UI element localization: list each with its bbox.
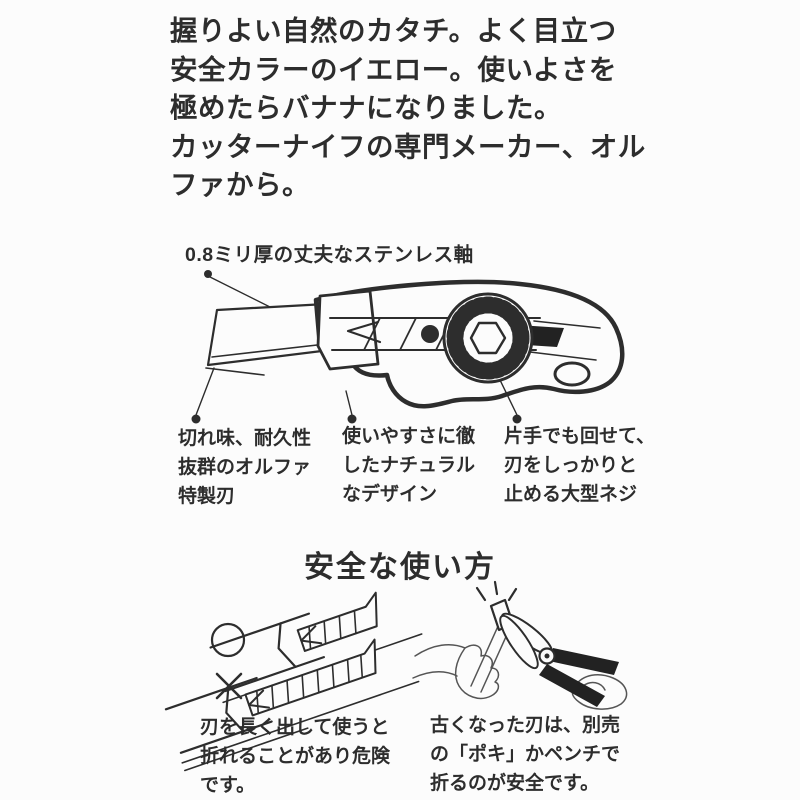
knife-long-blade: [164, 638, 420, 772]
blade-extension-illustration: [164, 591, 423, 772]
snap-off-blade: [205, 302, 332, 376]
rivet-dot: [421, 325, 439, 343]
knife-illustration: [191, 270, 625, 424]
callout-line: 刃をしっかりと: [504, 455, 638, 476]
callout-design: 使いやすさに徹 したナチュラル なデザイン: [342, 422, 517, 509]
caption-line: 折れることがあり危険: [200, 746, 391, 767]
caption-snap-safely: 古くなった刃は、別売 の「ポキ」かペンチで 折るのが安全です。: [430, 711, 660, 798]
bad-mark-icon: [215, 672, 243, 700]
caption-line: の「ポキ」かペンチで: [430, 744, 621, 765]
caption-long-blade-danger: 刃を長く出して使うと 折れることがあり危険 です。: [200, 713, 430, 800]
callout-blade: 切れ味、耐久性 抜群のオルファ 特製刃: [178, 424, 353, 511]
intro-line: 安全カラーのイエロー。使いよさを: [170, 53, 617, 85]
caption-line: です。: [200, 775, 256, 796]
caption-line: 刃を長く出して使うと: [200, 717, 390, 738]
intro-line: 握りよい自然のカタチ。よく目立つ: [170, 15, 617, 46]
pliers-icon: [499, 612, 619, 707]
intro-line: ファから。: [170, 169, 310, 200]
blade-lock-dial-icon: [442, 292, 534, 384]
intro-line: 極めたらバナナになりました。: [170, 92, 562, 123]
lanyard-hole: [553, 361, 591, 387]
callout-leader-lines: [191, 367, 522, 424]
stainless-shaft-label: 0.8ミリ厚の丈夫なステンレス軸: [185, 244, 474, 266]
hand-holding-knife: [412, 623, 510, 700]
caption-line: 折るのが安全です。: [430, 773, 600, 794]
label-leader-line: [204, 270, 281, 313]
pliers-snap-illustration: [412, 580, 628, 710]
callout-line: 特製刃: [178, 486, 236, 507]
callout-dial: 片手でも回せて、 刃をしっかりと 止める大型ネジ: [504, 422, 679, 509]
callout-line: 片手でも回せて、: [504, 426, 656, 447]
intro-text: 握りよい自然のカタチ。よく目立つ 安全カラーのイエロー。使いよさを 極めたらバナ…: [170, 12, 646, 205]
good-mark-icon: [210, 622, 246, 658]
caption-line: 古くなった刃は、別売: [430, 715, 621, 736]
snap-burst-icon: [475, 580, 518, 602]
callout-line: 抜群のオルファ: [178, 457, 312, 478]
knife-nose-cap: [316, 289, 382, 371]
callout-line: したナチュラル: [342, 455, 476, 476]
callout-line: 切れ味、耐久性: [178, 428, 312, 449]
callout-line: なデザイン: [342, 484, 438, 505]
safety-section-title: 安全な使い方: [304, 551, 496, 584]
callout-line: 止める大型ネジ: [504, 484, 638, 505]
intro-line: カッターナイフの専門メーカー、オル: [170, 130, 646, 162]
callout-line: 使いやすさに徹: [342, 426, 476, 447]
